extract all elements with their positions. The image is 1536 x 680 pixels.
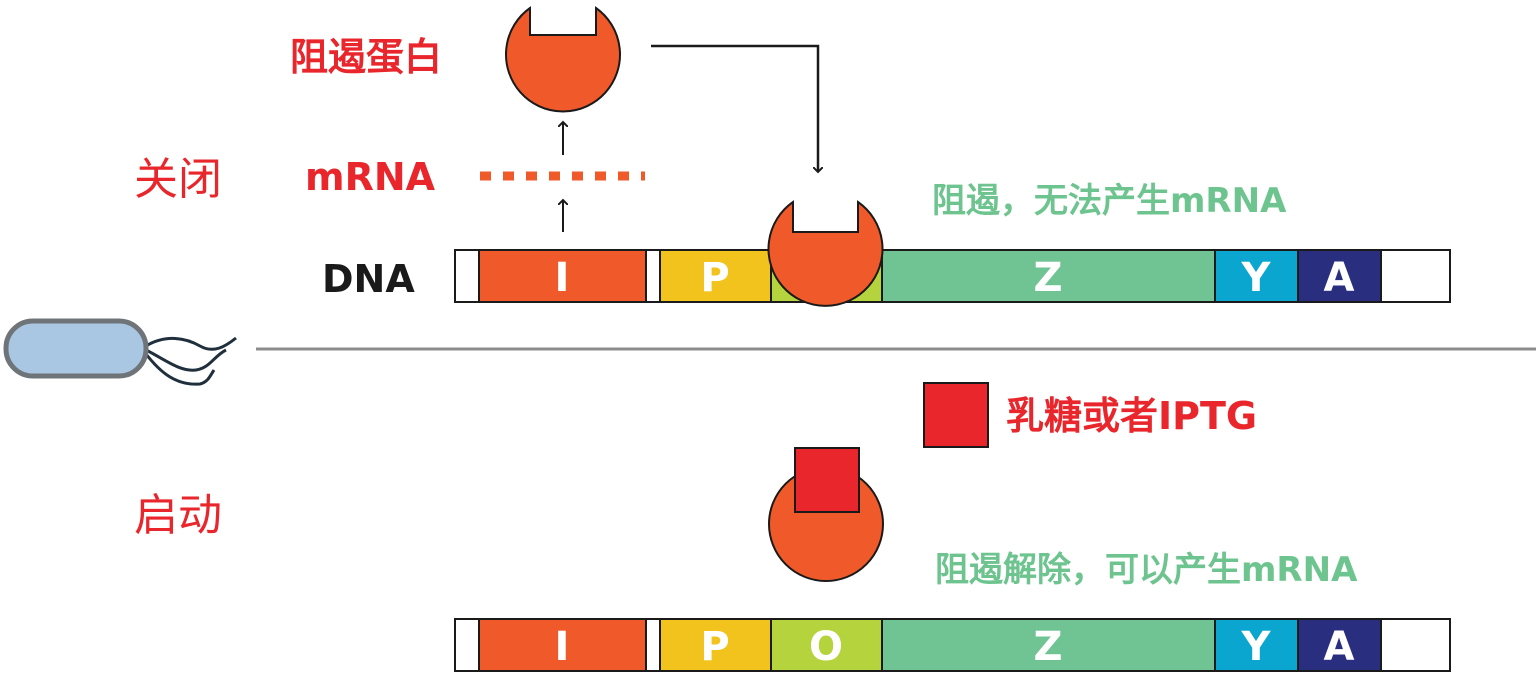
off-state-label: 关闭 (134, 154, 222, 205)
bottom-gene-Y (1214, 618, 1299, 672)
bottom-gene-Y-label: Y (1241, 624, 1272, 670)
repressor-protein-shape (505, 6, 621, 113)
top-gene-A-label: A (1324, 255, 1355, 301)
bottom-gene-P-label: P (700, 624, 729, 670)
inducer-label: 乳糖或者IPTG (1006, 394, 1258, 438)
flagellum-2 (145, 348, 227, 372)
repressor-binding-arrow (651, 44, 818, 172)
bottom-gene-Z-label: Z (1033, 624, 1062, 670)
repressed-status-text: 阻遏，无法产生mRNA (932, 181, 1287, 221)
bottom-gene-A-label: A (1324, 624, 1355, 670)
repressor-protein-label: 阻遏蛋白 (290, 35, 443, 79)
bottom-gene-O (770, 618, 883, 672)
top-gene-I-label: I (555, 255, 570, 301)
flagellum-1 (145, 336, 237, 351)
top-gene-Y (1214, 249, 1299, 303)
bottom-gene-I-label: I (555, 624, 570, 670)
bottom-gene-O-label: O (809, 624, 843, 670)
bottom-gene-A (1297, 618, 1382, 672)
top-gene-A (1297, 249, 1382, 303)
top-dna-strand: I P Z Y A (454, 249, 1451, 303)
bacterium-body (3, 318, 149, 379)
top-gene-Z-label: Z (1033, 255, 1062, 301)
flagellum-3 (144, 353, 216, 386)
on-state-label: 启动 (134, 490, 222, 541)
top-gene-P (659, 249, 772, 303)
inducer-legend-square (923, 382, 989, 448)
top-gene-I (478, 249, 647, 303)
bound-repressor-shape (767, 200, 884, 307)
top-gene-Z (881, 249, 1216, 303)
bottom-gene-Z (881, 618, 1216, 672)
derepressed-status-text: 阻遏解除，可以产生mRNA (935, 550, 1358, 590)
bound-inducer-square (794, 447, 860, 513)
bottom-gene-P (659, 618, 772, 672)
bottom-gene-I (478, 618, 647, 672)
top-gene-Y-label: Y (1241, 255, 1272, 301)
mrna-label: mRNA (305, 155, 436, 199)
dna-label: DNA (322, 257, 415, 301)
bacterium-icon (3, 318, 237, 386)
bottom-dna-strand: I P O Z Y A (454, 618, 1451, 672)
top-gene-P-label: P (700, 255, 729, 301)
